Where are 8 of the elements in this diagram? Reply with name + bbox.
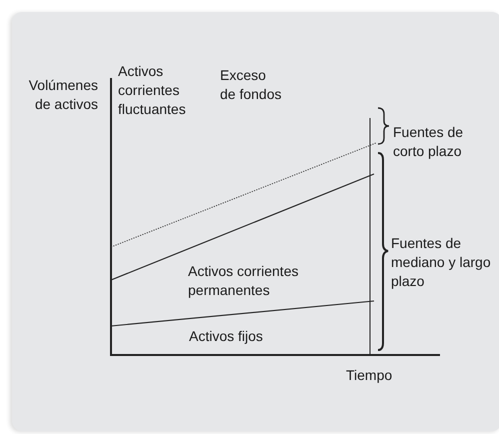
axis-label: Activos corrientes fluctuantes	[118, 62, 187, 119]
axis-label: Fuentes de mediano y largo plazo	[391, 234, 492, 291]
axis-label: Exceso de fondos	[220, 66, 282, 104]
axis-label: Fuentes de corto plazo	[393, 123, 464, 161]
axis-label: Tiempo	[346, 366, 394, 385]
axis-label: Activos fijos	[189, 327, 264, 346]
axis-label: Volúmenes de activos	[28, 76, 98, 114]
axis-label: Activos corrientes permanentes	[188, 262, 300, 300]
